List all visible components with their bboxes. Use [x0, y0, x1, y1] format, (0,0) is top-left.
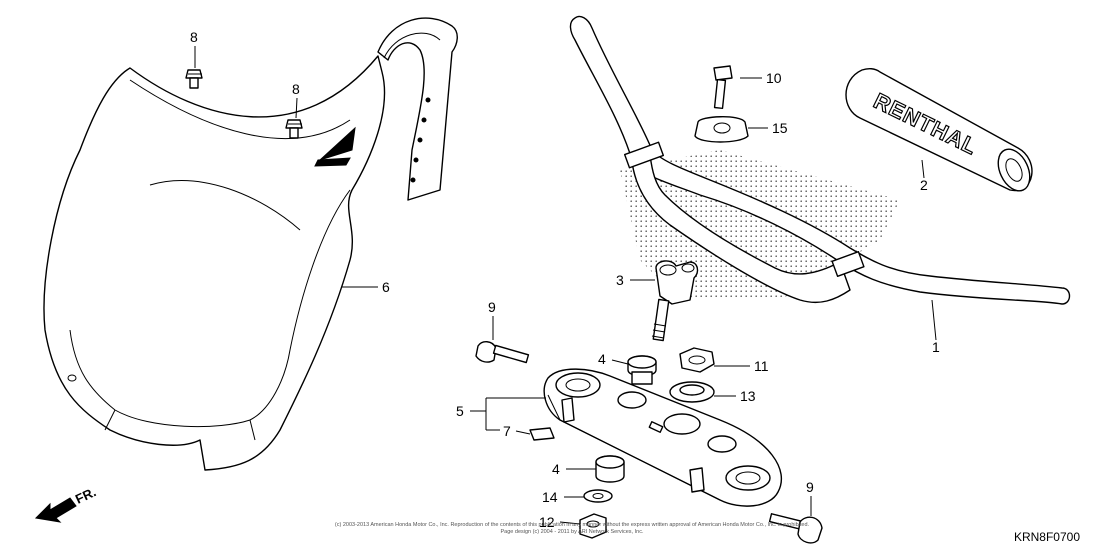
callout-15: 15	[772, 120, 788, 136]
callout-11: 11	[754, 358, 769, 374]
front-direction-arrow: FR.	[34, 484, 98, 523]
bolt-9a	[475, 341, 530, 364]
number-plate	[43, 17, 458, 471]
callout-9a: 9	[488, 299, 496, 315]
callout-9b: 9	[806, 479, 814, 495]
nut-4a	[627, 355, 657, 385]
callout-13: 13	[740, 388, 756, 404]
callout-8a: 8	[190, 29, 198, 45]
diagram-code: KRN8F0700	[1013, 530, 1080, 544]
nut-12	[579, 513, 607, 539]
bolt-9b	[768, 513, 823, 544]
callout-7: 7	[503, 423, 511, 439]
callout-5: 5	[456, 403, 464, 419]
callout-2: 2	[920, 177, 928, 193]
callout-4b: 4	[552, 461, 560, 477]
callout-1: 1	[932, 339, 940, 355]
grip-renthal: RENTHAL	[845, 67, 1033, 192]
callout-14: 14	[542, 489, 558, 505]
callout-4a: 4	[598, 351, 606, 367]
callout-12: 12	[539, 514, 555, 530]
callout-8b: 8	[292, 81, 300, 97]
washer-14	[583, 489, 613, 503]
handlebar-holder-3	[651, 260, 699, 342]
front-direction-label: FR.	[73, 484, 98, 506]
leader-lines	[194, 46, 937, 525]
nut-11	[679, 347, 715, 373]
nut-4b	[595, 455, 625, 483]
callout-numbers: 8 8 6 10 15 2 3 1 9 4 11 13 5 7 4 14 12 …	[190, 29, 940, 530]
top-bridge	[543, 368, 783, 507]
bolt-10	[713, 65, 733, 110]
clip-7	[529, 427, 555, 441]
clamp-15	[694, 116, 749, 143]
screw-8b	[285, 119, 303, 139]
callout-10: 10	[766, 70, 782, 86]
screw-8a	[185, 69, 203, 89]
copyright-line-2: Page design (c) 2004 - 2011 by ARI Netwo…	[500, 529, 644, 535]
washer-13	[669, 381, 715, 403]
callout-6: 6	[382, 279, 390, 295]
copyright-notice: (c) 2003-2013 American Honda Motor Co., …	[312, 522, 832, 536]
callout-3: 3	[616, 272, 624, 288]
copyright-line-1: (c) 2003-2013 American Honda Motor Co., …	[334, 522, 810, 528]
